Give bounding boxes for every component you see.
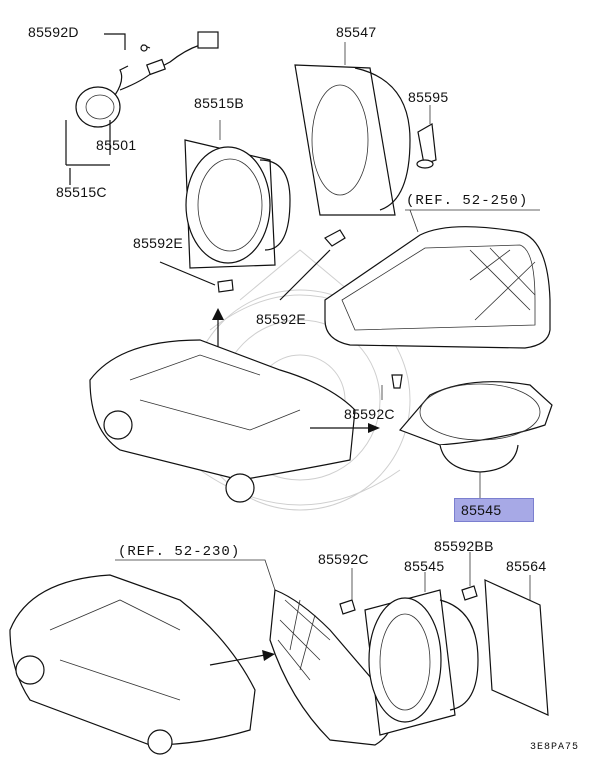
label-85564: 85564 [506,558,547,574]
car-hatchback-outline [9,574,275,755]
label-85515c: 85515C [56,184,107,200]
label-85595: 85595 [408,89,449,105]
ref-52-250: (REF. 52-250) [406,193,529,209]
woofer-85515b [184,120,291,269]
screw-85592c-bottom [339,599,356,615]
label-85592c-bottom: 85592C [318,551,369,567]
door-panel-52-230 [115,559,394,746]
diagram-code: 3E8PA75 [530,742,580,753]
speaker-85545-top [398,381,553,498]
speaker-85545-bottom [364,572,479,736]
label-85592e-left: 85592E [133,235,184,251]
label-85547: 85547 [336,24,377,40]
leader-85501 [65,120,111,185]
car-sedan-outline [89,339,380,503]
highlight-85545[interactable]: 85545 [454,498,534,522]
trim-panel-52-250 [324,209,551,349]
screw-85592c-top [391,374,403,389]
screws-85592e [159,229,346,301]
gasket-85564 [484,575,549,716]
clip-85595 [416,105,437,169]
label-85501: 85501 [96,137,137,153]
watermark-emblem [189,249,411,511]
label-85515b: 85515B [194,95,245,111]
label-85545-bottom: 85545 [404,558,445,574]
ref-52-230: (REF. 52-230) [118,544,241,560]
label-85545-highlight: 85545 [461,502,502,518]
label-85592bb: 85592BB [434,538,494,554]
speaker-bracket-85547 [294,42,411,216]
label-85592c-top: 85592C [344,406,395,422]
tweeter-assembly [75,31,219,128]
label-85592d: 85592D [28,24,79,40]
screw-85592bb [461,585,478,601]
label-85592e-right: 85592E [256,311,307,327]
